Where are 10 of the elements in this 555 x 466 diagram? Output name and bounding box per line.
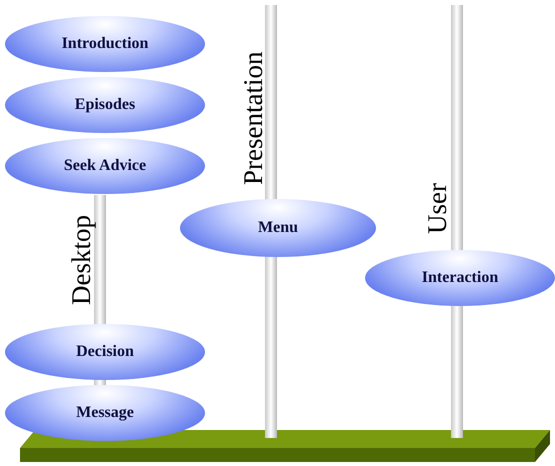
ellipse-node: Interaction (365, 250, 555, 306)
ellipse-node: Menu (180, 199, 376, 257)
pole-label: User (424, 183, 451, 234)
ellipse-node: Seek Advice (5, 138, 205, 194)
ellipse-node: Decision (5, 324, 205, 380)
pole-label: Desktop (68, 215, 95, 305)
ellipse-node: Message (5, 385, 205, 441)
pole-label: Presentation (240, 52, 267, 185)
ellipse-node: Introduction (5, 16, 205, 72)
ellipse-node: Episodes (5, 77, 205, 133)
